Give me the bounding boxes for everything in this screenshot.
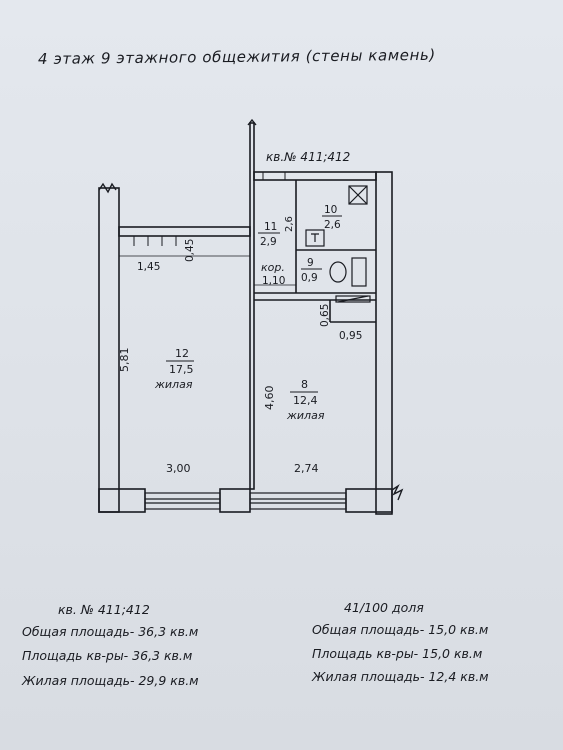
share-total-area: Общая площадь- 15,0 кв.м (312, 622, 489, 637)
right-break-mark (391, 483, 404, 501)
left-outer-wall (98, 187, 120, 513)
dim-4-60: 4,60 (263, 386, 276, 411)
corridor-label: кор. (261, 261, 285, 274)
ventilation-cross (348, 185, 368, 205)
room8-area: 12,4 (293, 394, 318, 407)
dim-3-00: 3,00 (166, 462, 191, 475)
bottom-wall-middle (219, 488, 251, 513)
share-living-area: Жилая площадь- 12,4 кв.м (312, 669, 489, 684)
window-room12 (144, 492, 221, 510)
ventilation-shaft-icon (348, 185, 368, 205)
top-break-mark (247, 118, 257, 126)
bath-icon (351, 257, 367, 287)
bottom-wall-right (345, 488, 393, 513)
dim-2-74: 2,74 (294, 462, 319, 475)
apartment-label: кв.№ 411;412 (266, 150, 350, 164)
room8-number: 8 (301, 378, 308, 391)
dim-0-45: 0,45 (184, 239, 196, 262)
left-break-mark (98, 182, 117, 194)
toilet-icon (329, 261, 347, 283)
dim-1-45: 1,45 (137, 261, 160, 273)
room8-type: жилая (286, 409, 325, 422)
dim-0-65: 0,65 (319, 304, 331, 327)
summary-apartment-area: Площадь кв-ры- 36,3 кв.м (22, 648, 193, 663)
room10-area: 2,6 (324, 219, 341, 231)
dim-2-6: 2,6 (284, 216, 295, 232)
room9-number: 9 (307, 257, 314, 269)
room12-area: 17,5 (169, 363, 194, 376)
dim-1-10: 1,10 (262, 275, 285, 287)
room10-number: 10 (324, 204, 337, 216)
window-room8 (249, 492, 347, 510)
sink-tap-icon (311, 233, 319, 242)
room11-area: 2,9 (260, 236, 277, 248)
shelf-diagonal (337, 295, 369, 303)
right-outer-wall (375, 171, 393, 515)
room12-type: жилая (154, 378, 193, 391)
sink-icon (305, 229, 325, 247)
room12-number: 12 (175, 347, 189, 360)
room11-number: 11 (264, 221, 277, 233)
wetroom-top-wall (253, 171, 377, 181)
share-apartment-area: Площадь кв-ры- 15,0 кв.м (312, 646, 483, 661)
summary-apartment: кв. № 411;412 (58, 602, 150, 617)
room9-area: 0,9 (301, 272, 318, 284)
central-partition (249, 122, 255, 490)
bottom-wall-left (98, 488, 146, 513)
dim-5-81: 5,81 (118, 348, 131, 373)
summary-total-area: Общая площадь- 36,3 кв.м (22, 624, 199, 639)
room12-top-wall (118, 226, 251, 237)
dim-0-95: 0,95 (339, 330, 362, 342)
share-fraction: 41/100 доля (344, 600, 424, 615)
summary-living-area: Жилая площадь- 29,9 кв.м (22, 673, 199, 688)
shelf-icon (335, 295, 371, 303)
